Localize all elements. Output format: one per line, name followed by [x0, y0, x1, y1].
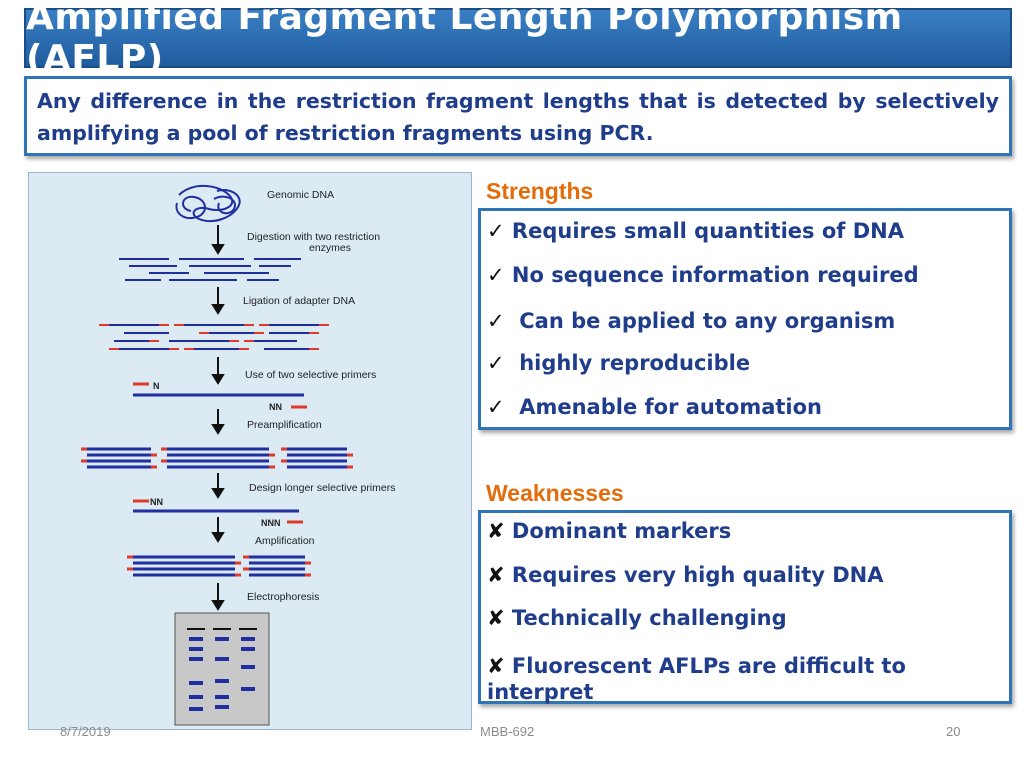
strength-text: No sequence information required	[511, 263, 919, 287]
weakness-item: ✘ Dominant markers	[487, 519, 731, 543]
workflow-graphics	[81, 185, 353, 726]
strength-item: ✓ highly reproducible	[487, 351, 750, 375]
footer-date: 8/7/2019	[60, 724, 111, 739]
amplification-products	[127, 555, 311, 577]
weakness-item: ✘ Requires very high quality DNA	[487, 563, 884, 587]
label-preamplification: Preamplification	[247, 419, 322, 431]
strength-text: Amenable for automation	[519, 395, 823, 419]
definition-text: Any difference in the restriction fragme…	[37, 89, 999, 145]
primer-n-label: N	[153, 381, 160, 391]
weakness-text: Requires very high quality DNA	[511, 563, 884, 587]
label-genomic-dna: Genomic DNA	[267, 189, 335, 201]
footer-course: MBB-692	[480, 724, 535, 739]
label-digestion: Digestion with two restriction	[247, 231, 381, 243]
cross-icon: ✘	[487, 654, 505, 678]
cross-icon: ✘	[487, 519, 505, 543]
primer-nn-label: NN	[269, 402, 282, 412]
strength-text: highly reproducible	[519, 351, 751, 375]
slide-title-bar: Amplified Fragment Length Polymorphism (…	[24, 0, 1012, 79]
check-icon: ✓	[487, 219, 505, 243]
strength-item: ✓ No sequence information required	[487, 263, 919, 287]
weakness-item: ✘ Fluorescent AFLPs are difficult to int…	[487, 653, 917, 705]
strength-text: Requires small quantities of DNA	[511, 219, 904, 243]
selective-primer-strand	[133, 382, 307, 409]
label-ligation: Ligation of adapter DNA	[243, 295, 356, 307]
strength-item: ✓ Requires small quantities of DNA	[487, 219, 904, 243]
aflp-workflow-diagram: Genomic DNA Digestion with two restricti…	[28, 172, 472, 730]
ligated-fragments	[99, 324, 329, 350]
check-icon: ✓	[487, 263, 505, 287]
label-digestion-enzymes: enzymes	[309, 242, 352, 254]
cross-icon: ✘	[487, 563, 505, 587]
label-amplification: Amplification	[255, 535, 315, 547]
weaknesses-heading: Weaknesses	[486, 480, 624, 506]
cross-icon: ✘	[487, 606, 505, 630]
primer-nn-left-label: NN	[150, 497, 163, 507]
label-electrophoresis: Electrophoresis	[247, 591, 320, 603]
restriction-fragments	[119, 258, 301, 281]
footer-page-number: 20	[946, 724, 961, 739]
strength-item: ✓ Amenable for automation	[487, 395, 822, 419]
check-icon: ✓	[487, 309, 505, 333]
strength-item: ✓ Can be applied to any organism	[487, 309, 895, 333]
strength-text: Can be applied to any organism	[519, 309, 896, 333]
strengths-heading: Strengths	[486, 178, 594, 204]
electrophoresis-gel	[174, 612, 270, 726]
label-selective-primers: Use of two selective primers	[245, 369, 377, 381]
weakness-text: Fluorescent AFLPs are difficult to inter…	[487, 654, 906, 704]
weaknesses-list: ✘ Dominant markers ✘ Requires very high …	[478, 510, 1012, 704]
preamplification-products	[81, 447, 353, 469]
slide-title: Amplified Fragment Length Polymorphism (…	[26, 0, 903, 79]
weakness-item: ✘ Technically challenging	[487, 606, 787, 630]
strengths-list: ✓ Requires small quantities of DNA ✓ No …	[478, 208, 1012, 430]
longer-primer-strand	[133, 499, 303, 524]
check-icon: ✓	[487, 395, 505, 419]
genomic-dna-icon	[175, 185, 241, 223]
weakness-text: Technically challenging	[511, 606, 787, 630]
weakness-text: Dominant markers	[511, 519, 732, 543]
primer-nnn-label: NNN	[261, 518, 281, 528]
check-icon: ✓	[487, 351, 505, 375]
label-longer-primers: Design longer selective primers	[249, 482, 396, 494]
step-arrows	[211, 225, 225, 611]
definition-box: Any difference in the restriction fragme…	[24, 76, 1012, 156]
